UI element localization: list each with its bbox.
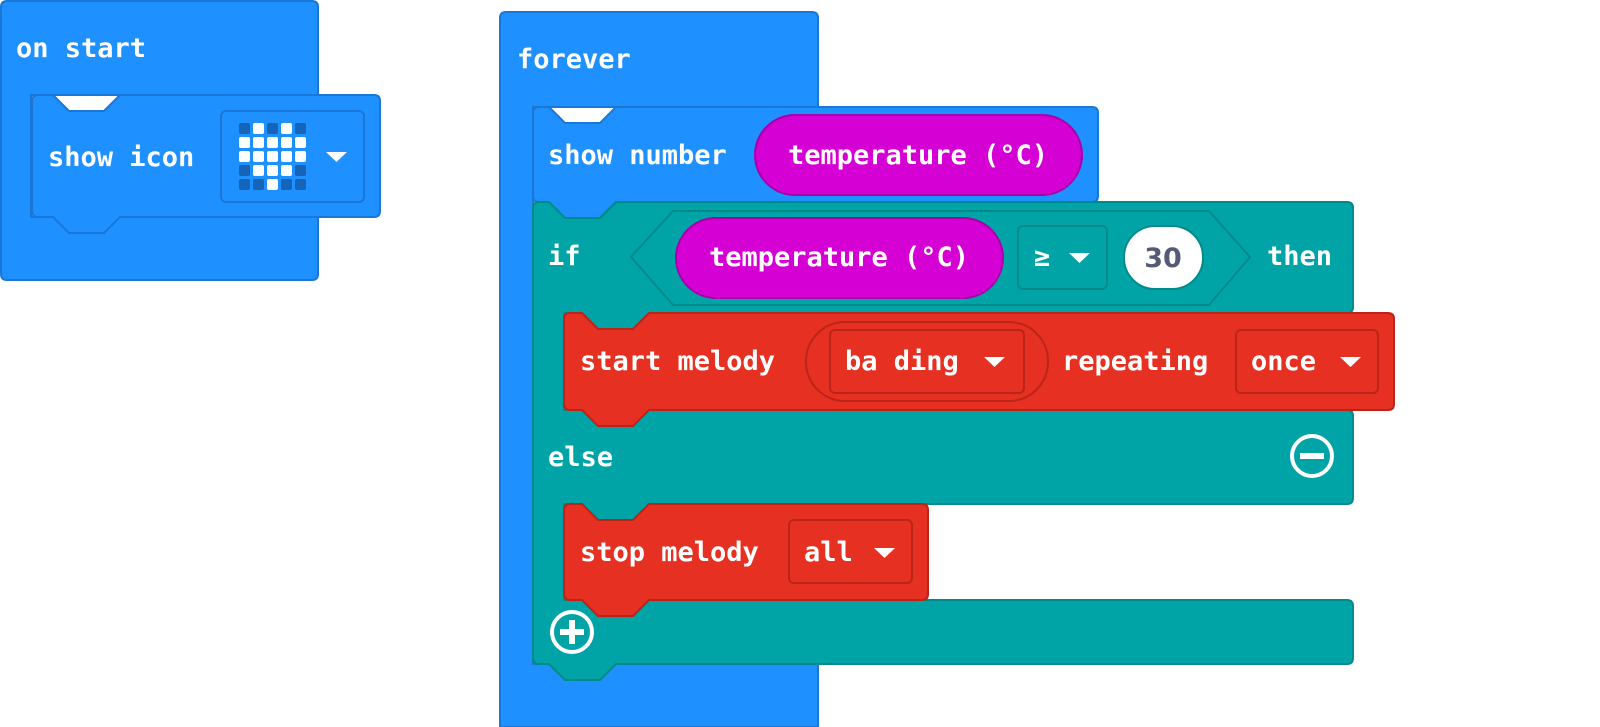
- led-on: [253, 123, 264, 134]
- led-on: [281, 151, 292, 162]
- on-start-label: on start: [16, 33, 146, 64]
- led-on: [281, 165, 292, 176]
- if-else-block[interactable]: if then temperature (°C) ≥ 30 start melo…: [532, 201, 1395, 681]
- on-start-block[interactable]: on start show icon: [0, 0, 381, 281]
- stop-option-value: all: [804, 537, 853, 568]
- show-icon-block[interactable]: show icon: [31, 94, 381, 234]
- led-off: [295, 179, 306, 190]
- led-on: [295, 137, 306, 148]
- temperature-reporter[interactable]: [675, 217, 1004, 299]
- led-on: [253, 151, 264, 162]
- led-off: [295, 165, 306, 176]
- led-on: [267, 179, 278, 190]
- threshold-value: 30: [1144, 243, 1182, 274]
- led-on: [253, 165, 264, 176]
- led-off: [253, 179, 264, 190]
- led-off: [239, 179, 250, 190]
- stop-melody-block[interactable]: stop melody all: [563, 503, 929, 617]
- chevron-down-icon: [1340, 357, 1361, 367]
- led-on: [267, 137, 278, 148]
- led-on: [281, 137, 292, 148]
- chevron-down-icon: [326, 152, 347, 162]
- repeat-value: once: [1251, 346, 1316, 377]
- led-on: [267, 165, 278, 176]
- threshold-input[interactable]: [1123, 225, 1204, 290]
- show-icon-label: show icon: [48, 142, 194, 173]
- temperature-reporter[interactable]: [754, 114, 1083, 196]
- led-on: [239, 151, 250, 162]
- led-off: [239, 123, 250, 134]
- forever-block[interactable]: forever show number temperature (°C) if …: [499, 11, 1395, 727]
- melody-value: ba ding: [845, 346, 959, 377]
- minus-circle-icon[interactable]: [1290, 434, 1334, 478]
- then-label: then: [1267, 241, 1332, 272]
- repeating-label: repeating: [1062, 346, 1208, 377]
- show-number-label: show number: [548, 140, 727, 171]
- condition-left-label: temperature (°C): [709, 242, 969, 273]
- stop-option-dropdown[interactable]: [788, 519, 913, 584]
- repeat-dropdown[interactable]: [1235, 329, 1379, 394]
- led-off: [295, 123, 306, 134]
- temperature-reporter-label: temperature (°C): [788, 140, 1048, 171]
- comparison-block[interactable]: temperature (°C) ≥ 30: [629, 210, 1252, 306]
- operator-dropdown[interactable]: [1017, 225, 1108, 290]
- led-off: [267, 123, 278, 134]
- led-on: [253, 137, 264, 148]
- led-off: [281, 179, 292, 190]
- chevron-down-icon: [1069, 253, 1090, 263]
- if-label: if: [548, 241, 581, 272]
- operator-label: ≥: [1034, 242, 1050, 273]
- stop-melody-label: stop melody: [580, 537, 759, 568]
- heart-icon: [239, 123, 306, 190]
- plus-circle-icon[interactable]: [550, 610, 594, 654]
- else-label: else: [548, 442, 613, 473]
- led-on: [281, 123, 292, 134]
- show-number-block[interactable]: show number temperature (°C): [532, 106, 1099, 219]
- forever-label: forever: [517, 44, 631, 75]
- melody-dropdown[interactable]: [829, 329, 1025, 394]
- on-start-hat: [0, 0, 319, 281]
- led-on: [239, 137, 250, 148]
- led-on: [295, 151, 306, 162]
- start-melody-label: start melody: [580, 346, 775, 377]
- led-off: [239, 165, 250, 176]
- chevron-down-icon: [874, 548, 895, 558]
- start-melody-block[interactable]: start melody ba ding repeating once: [563, 312, 1395, 427]
- forever-hat: [499, 11, 819, 727]
- chevron-down-icon: [984, 357, 1005, 367]
- led-on: [267, 151, 278, 162]
